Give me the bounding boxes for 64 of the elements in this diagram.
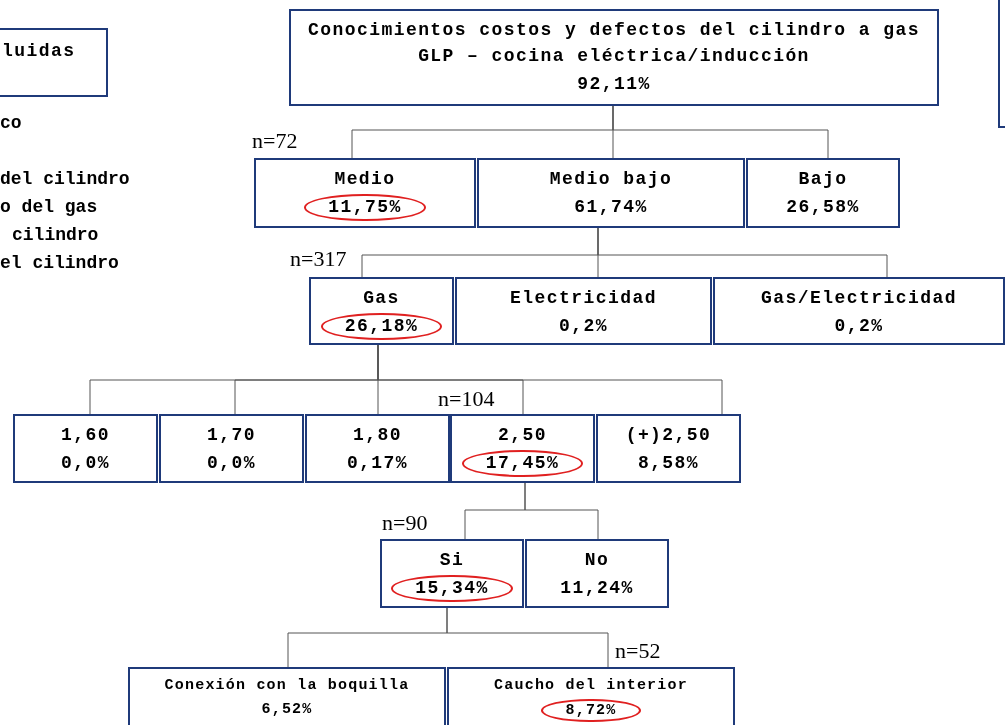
category-label: Si [439, 549, 465, 572]
percentage: 0,0% [207, 452, 256, 476]
tree-connector [524, 482, 599, 540]
category-box [746, 158, 900, 228]
percentage: 8,72% [541, 698, 641, 723]
category-box [13, 414, 158, 483]
side-note-text: co [0, 114, 22, 132]
category-label: (+)2,50 [625, 424, 712, 447]
percentage: 6,52% [261, 699, 313, 720]
category-label: 1,60 [61, 424, 110, 447]
side-note-text: el cilindro [0, 254, 119, 272]
sample-size-label: n=317 [290, 248, 347, 270]
sample-size-label: n=104 [438, 388, 495, 410]
category-box [309, 277, 454, 345]
category-label: Medio [334, 168, 396, 191]
category-box [713, 277, 1005, 345]
side-note-text: cilindro [12, 226, 99, 244]
tree-connector [597, 227, 888, 278]
percentage: 17,45% [461, 450, 584, 478]
percentage: 0,0% [61, 452, 110, 476]
category-box [128, 667, 446, 725]
category-label: Medio bajo [549, 168, 673, 191]
percentage: 0,2% [834, 315, 884, 339]
percentage: 26,18% [320, 313, 443, 341]
category-label: Conexión con la boquilla [164, 676, 410, 696]
percentage: 61,74% [574, 196, 648, 220]
category-label: Bajo [798, 168, 848, 191]
category-label: Electricidad [510, 287, 657, 310]
percentage: 92,11% [577, 73, 651, 97]
category-label: Caucho del interior [494, 676, 688, 696]
category-box [254, 158, 476, 228]
side-note-text: o del gas [0, 198, 98, 216]
percentage: 11,75% [304, 194, 426, 222]
sample-size-label: n=90 [382, 512, 428, 534]
category-label: Gas [363, 287, 400, 310]
category-box [596, 414, 741, 483]
category-box [525, 539, 669, 608]
category-box [380, 539, 524, 608]
percentage: 8,58% [637, 452, 700, 476]
tree-connector [612, 105, 829, 159]
category-box [455, 277, 712, 345]
percentage: 11,24% [560, 577, 634, 601]
sample-size-label: n=72 [252, 130, 298, 152]
sample-size-label: n=52 [615, 640, 661, 662]
category-box [289, 9, 939, 106]
category-label: luidas [2, 40, 76, 63]
category-box [447, 667, 735, 725]
category-box [450, 414, 595, 483]
percentage: 0,2% [559, 315, 608, 339]
category-box [305, 414, 450, 483]
category-label: Conocimientos costos y defectos del cilindro a gas GLP – cocina eléctrica/inducción [306, 19, 922, 69]
percentage: 26,58% [786, 196, 860, 220]
category-label: No [584, 549, 610, 572]
category-box [477, 158, 745, 228]
category-label: 1,80 [353, 424, 402, 447]
side-note-text: del cilindro [0, 170, 130, 188]
category-label: Gas/Electricidad [761, 287, 957, 310]
percentage: 15,34% [391, 575, 513, 603]
category-label: 1,70 [207, 424, 256, 447]
category-box [159, 414, 304, 483]
tree-connector [446, 607, 609, 668]
category-label: 2,50 [498, 424, 547, 447]
category-box [0, 28, 108, 97]
percentage: 0,17% [346, 452, 409, 476]
